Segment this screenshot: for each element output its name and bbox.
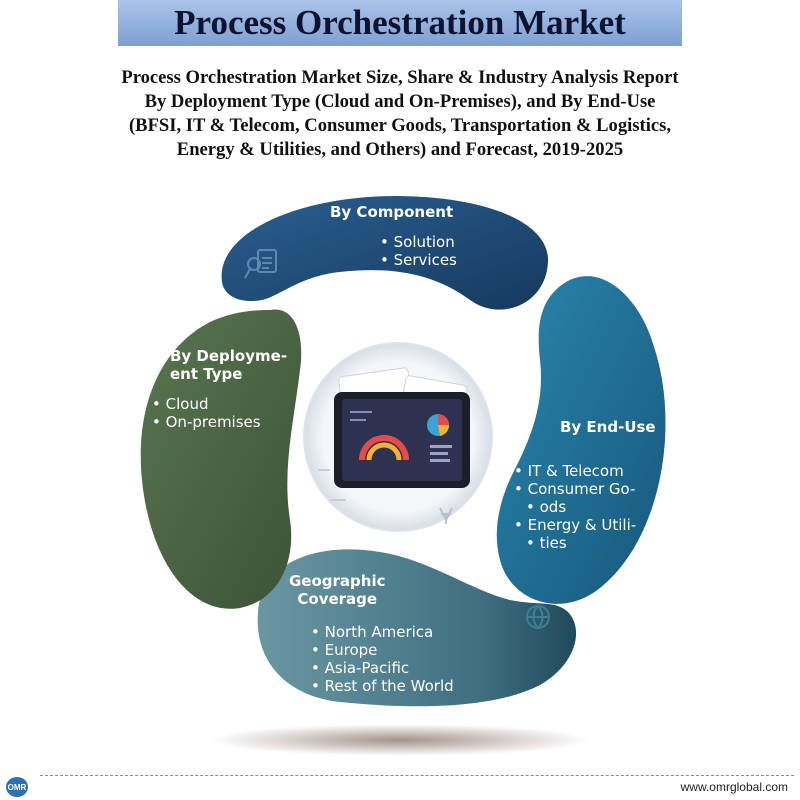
component-segment: By Component bbox=[330, 203, 453, 221]
footer-divider bbox=[40, 775, 794, 776]
list-item: Energy & Utili- bbox=[514, 516, 637, 534]
list-item: North America bbox=[311, 623, 454, 641]
list-item: On-premises bbox=[152, 413, 261, 431]
report-subtitle: Process Orchestration Market Size, Share… bbox=[30, 66, 770, 162]
list-item: Europe bbox=[311, 641, 454, 659]
list-item: Cloud bbox=[152, 395, 261, 413]
tablet-dashboard-icon bbox=[318, 367, 470, 524]
chart-report-icon bbox=[244, 249, 277, 279]
subtitle-line-3: (BFSI, IT & Telecom, Consumer Goods, Tra… bbox=[128, 115, 672, 136]
list-item: ties bbox=[514, 534, 636, 552]
subtitle-line-1: Process Orchestration Market Size, Share… bbox=[121, 67, 679, 88]
deployment-petal bbox=[140, 309, 302, 609]
component-list: Solution Services bbox=[380, 233, 457, 269]
globe-icon bbox=[526, 605, 550, 629]
geography-list: North America Europe Asia-Pacific Rest o… bbox=[311, 623, 454, 695]
geography-heading-line-2: Coverage bbox=[297, 590, 378, 608]
deployment-segment: By Deployme- ent Type bbox=[170, 347, 287, 383]
list-item: ods bbox=[514, 498, 636, 516]
geography-segment: Geographic Coverage bbox=[289, 572, 386, 608]
end-use-heading: By End-Use bbox=[560, 418, 656, 436]
subtitle-line-2: By Deployment Type (Cloud and On-Premise… bbox=[144, 91, 656, 112]
geography-heading-line-1: Geographic bbox=[289, 572, 386, 590]
list-item: Solution bbox=[380, 233, 457, 251]
website-link[interactable]: www.omrglobal.com bbox=[680, 780, 788, 794]
list-item: IT & Telecom bbox=[514, 462, 636, 480]
ground-shadow bbox=[210, 724, 590, 756]
list-item: Services bbox=[380, 251, 457, 269]
deployment-heading-line-2: ent Type bbox=[170, 365, 243, 383]
deployment-heading-line-1: By Deployme- bbox=[170, 347, 288, 365]
list-item: Asia-Pacific bbox=[311, 659, 454, 677]
page-title: Process Orchestration Market bbox=[174, 3, 626, 42]
subtitle-line-4: Energy & Utilities, and Others) and Fore… bbox=[176, 139, 624, 160]
deployment-list: Cloud On-premises bbox=[152, 395, 261, 431]
end-use-list: IT & Telecom Consumer Go- ods Energy & U… bbox=[514, 462, 637, 552]
end-use-segment: By End-Use bbox=[560, 418, 656, 436]
component-heading: By Component bbox=[330, 203, 454, 221]
end-use-petal bbox=[496, 276, 666, 604]
title-band: Process Orchestration Market bbox=[118, 0, 682, 46]
list-item: Rest of the World bbox=[311, 677, 454, 695]
omr-logo: OMR bbox=[6, 777, 28, 797]
list-item: Consumer Go- bbox=[514, 480, 636, 498]
